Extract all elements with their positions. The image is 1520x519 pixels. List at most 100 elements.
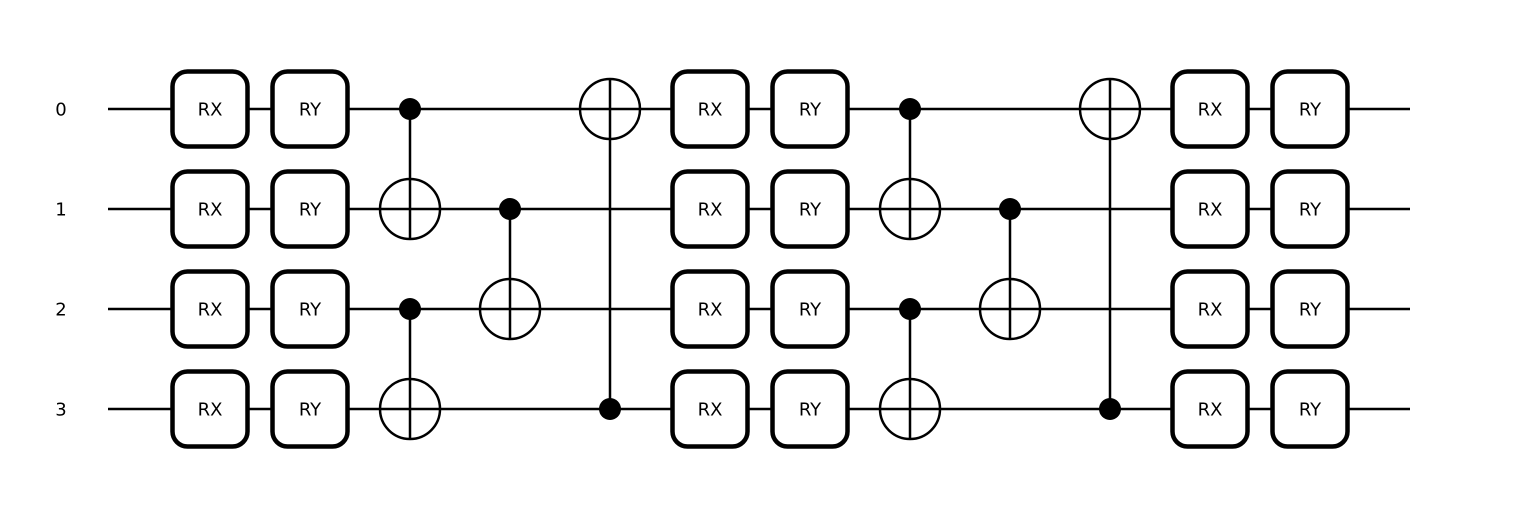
gate-ry: RY (770, 269, 850, 349)
gate-ry: RY (770, 169, 850, 249)
gate-ry: RY (270, 369, 350, 449)
gate-box (1270, 369, 1350, 449)
gate-ry: RY (1270, 269, 1350, 349)
gate-box (1170, 69, 1250, 149)
gate-rx: RX (1170, 369, 1250, 449)
target-plus-icon (978, 277, 1042, 341)
gate-ry: RY (270, 269, 350, 349)
qubit-label: 3 (55, 399, 66, 420)
cnot-gate (978, 198, 1042, 341)
gate-box (170, 369, 250, 449)
cnot-gate (378, 298, 442, 441)
gate-rx: RX (670, 69, 750, 149)
gate-box (1170, 269, 1250, 349)
gate-box (1270, 169, 1350, 249)
gate-label: RX (198, 199, 223, 220)
gate-label: RX (1198, 399, 1223, 420)
gate-label: RY (799, 299, 822, 320)
qubit-label: 2 (55, 299, 66, 320)
cnot-gate (1078, 77, 1142, 420)
qubit-label: 1 (55, 199, 66, 220)
gate-box (1170, 169, 1250, 249)
gate-label: RY (799, 99, 822, 120)
gate-label: RY (799, 399, 822, 420)
gate-label: RY (299, 99, 322, 120)
gate-label: RX (198, 99, 223, 120)
cnot-gate (878, 98, 942, 241)
target-plus-icon (878, 177, 942, 241)
gate-ry: RY (1270, 169, 1350, 249)
gate-ry: RY (1270, 69, 1350, 149)
gate-label: RY (299, 299, 322, 320)
gate-ry: RY (770, 369, 850, 449)
gate-rx: RX (1170, 269, 1250, 349)
gate-box (670, 69, 750, 149)
gate-rx: RX (170, 169, 250, 249)
gate-rx: RX (670, 369, 750, 449)
gate-box (670, 369, 750, 449)
control-dot (499, 198, 521, 220)
gate-box (270, 269, 350, 349)
gate-rx: RX (170, 69, 250, 149)
gate-box (170, 169, 250, 249)
gate-label: RY (299, 199, 322, 220)
cnot-gate (578, 77, 642, 420)
gate-label: RY (1299, 99, 1322, 120)
control-dot (999, 198, 1021, 220)
control-dot (1099, 398, 1121, 420)
gate-box (270, 69, 350, 149)
target-plus-icon (378, 177, 442, 241)
target-plus-icon (878, 377, 942, 441)
gate-ry: RY (270, 169, 350, 249)
gate-box (670, 169, 750, 249)
gate-label: RX (1198, 299, 1223, 320)
gate-box (1270, 69, 1350, 149)
gate-label: RY (1299, 399, 1322, 420)
cnot-gate (878, 298, 942, 441)
gate-label: RX (198, 399, 223, 420)
gate-label: RY (1299, 299, 1322, 320)
gate-rx: RX (170, 369, 250, 449)
gate-label: RX (698, 299, 723, 320)
target-plus-icon (1078, 77, 1142, 141)
gate-box (1170, 369, 1250, 449)
gate-box (770, 369, 850, 449)
control-dot (399, 298, 421, 320)
gate-rx: RX (170, 269, 250, 349)
qubit-label: 0 (55, 99, 66, 120)
cnot-gate (378, 98, 442, 241)
gate-label: RX (698, 99, 723, 120)
target-plus-icon (478, 277, 542, 341)
control-dot (899, 98, 921, 120)
gate-box (770, 269, 850, 349)
gate-box (670, 269, 750, 349)
gate-box (770, 169, 850, 249)
gate-ry: RY (770, 69, 850, 149)
gate-rx: RX (670, 269, 750, 349)
gate-label: RY (799, 199, 822, 220)
gate-box (270, 169, 350, 249)
gate-label: RX (698, 199, 723, 220)
control-dot (599, 398, 621, 420)
gate-box (170, 69, 250, 149)
gate-ry: RY (270, 69, 350, 149)
target-plus-icon (578, 77, 642, 141)
control-dot (899, 298, 921, 320)
gate-box (170, 269, 250, 349)
gate-ry: RY (1270, 369, 1350, 449)
gate-rx: RX (1170, 169, 1250, 249)
gate-rx: RX (1170, 69, 1250, 149)
gate-box (1270, 269, 1350, 349)
gate-label: RX (1198, 199, 1223, 220)
target-plus-icon (378, 377, 442, 441)
control-dot (399, 98, 421, 120)
gate-label: RX (198, 299, 223, 320)
gate-label: RX (698, 399, 723, 420)
cnot-gate (478, 198, 542, 341)
gate-label: RX (1198, 99, 1223, 120)
gate-box (770, 69, 850, 149)
gate-label: RY (1299, 199, 1322, 220)
gate-label: RY (299, 399, 322, 420)
